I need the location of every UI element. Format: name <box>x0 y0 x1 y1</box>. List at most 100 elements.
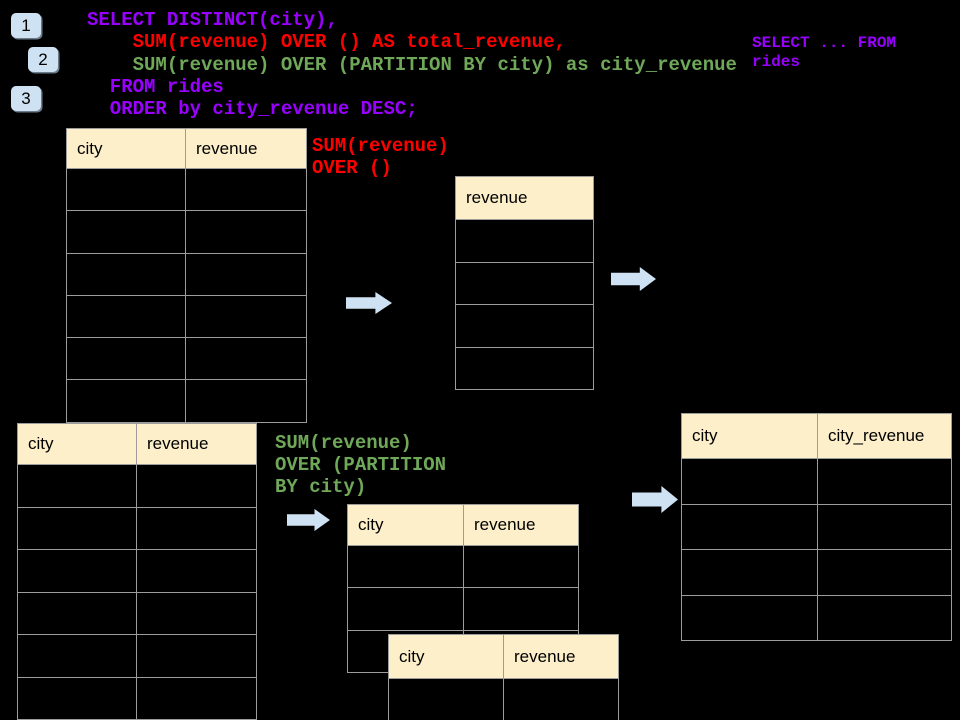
table-cell <box>818 459 951 504</box>
table-row <box>18 676 256 720</box>
table-row <box>456 219 593 262</box>
step-badge-2: 2 <box>28 47 58 72</box>
table-row <box>18 506 256 550</box>
table-row <box>67 294 306 338</box>
table-cell <box>67 253 186 295</box>
arrow-partition-to-result-icon <box>632 486 678 513</box>
table-cell <box>682 504 818 549</box>
column-header: city <box>18 424 137 464</box>
table-row <box>18 464 256 507</box>
table-cell <box>137 508 256 550</box>
column-header: revenue <box>464 505 578 545</box>
table-cell <box>67 169 186 211</box>
table-row <box>389 678 618 720</box>
table-cell <box>137 635 256 677</box>
table-cell <box>186 296 306 337</box>
table-cell <box>18 635 137 677</box>
sql-code-line: ORDER by city_revenue DESC; <box>87 98 418 121</box>
table-cell <box>456 348 593 390</box>
table-row <box>348 587 578 630</box>
step-badge-3: 3 <box>11 86 41 111</box>
table-cell <box>186 211 306 252</box>
table-row <box>67 252 306 295</box>
table-cell <box>682 595 818 640</box>
table-cell <box>67 338 186 380</box>
table-row <box>682 458 951 504</box>
table-cell <box>504 679 618 720</box>
table-cell <box>18 507 137 549</box>
table-row <box>456 304 593 347</box>
table-row <box>67 210 306 253</box>
table-row <box>682 594 951 640</box>
total-revenue-note: OVER () <box>312 157 392 179</box>
sql-code-line: SUM(revenue) OVER (PARTITION BY city) as… <box>87 53 737 76</box>
table-cell <box>18 592 137 634</box>
table-cell <box>464 588 578 629</box>
table-cell <box>67 295 186 338</box>
arrow-total-to-result-icon <box>611 267 656 291</box>
table-cell <box>456 220 593 262</box>
table-cell <box>137 550 256 592</box>
sql-code-line: SUM(revenue) OVER () AS total_revenue, <box>87 31 566 54</box>
table-row <box>18 634 256 677</box>
table-cell <box>186 254 306 295</box>
table-cell <box>389 679 504 720</box>
table-cell <box>456 263 593 305</box>
table-row <box>682 503 951 550</box>
table-row <box>67 168 306 211</box>
table-row <box>18 549 256 592</box>
column-header: city_revenue <box>818 414 951 458</box>
table-cell <box>348 546 464 588</box>
table-cell <box>186 169 306 210</box>
table-header-row: revenue <box>456 177 593 219</box>
column-header: city <box>67 129 186 168</box>
table-cell <box>818 550 951 595</box>
table-cell <box>682 550 818 595</box>
column-header: city <box>348 505 464 545</box>
column-header: revenue <box>137 424 256 464</box>
revenue-column-table: revenue <box>455 176 594 390</box>
select-from-rides-note: SELECT ... FROM <box>752 34 897 52</box>
table-row <box>67 379 306 422</box>
arrow-source-to-total-icon <box>346 292 392 314</box>
table-row <box>348 545 578 588</box>
table-cell <box>18 677 137 719</box>
column-header: city <box>682 414 818 458</box>
table-row <box>682 549 951 595</box>
total-revenue-note: SUM(revenue) <box>312 135 449 157</box>
table-row <box>456 261 593 305</box>
arrow-source-to-partition-icon <box>287 509 330 531</box>
partition-note: OVER (PARTITION <box>275 454 447 476</box>
table-cell <box>186 338 306 379</box>
sql-code-line: SELECT DISTINCT(city), <box>87 9 338 31</box>
table-cell <box>137 593 256 635</box>
table-row <box>67 337 306 380</box>
table-cell <box>137 678 256 720</box>
table-cell <box>186 380 306 421</box>
partition-note: BY city) <box>275 476 367 498</box>
column-header: revenue <box>186 129 306 168</box>
table-cell <box>348 588 464 630</box>
column-header: city <box>389 635 504 678</box>
table-cell <box>18 550 137 592</box>
table-cell <box>456 305 593 347</box>
table-cell <box>682 459 818 504</box>
column-header: revenue <box>456 177 593 219</box>
table-row <box>456 346 593 390</box>
step-badge-1: 1 <box>11 13 41 38</box>
table-cell <box>18 465 137 507</box>
table-cell <box>464 546 578 587</box>
select-from-rides-note: rides <box>752 53 801 71</box>
table-cell <box>818 505 951 550</box>
partition-note: SUM(revenue) <box>275 432 412 454</box>
